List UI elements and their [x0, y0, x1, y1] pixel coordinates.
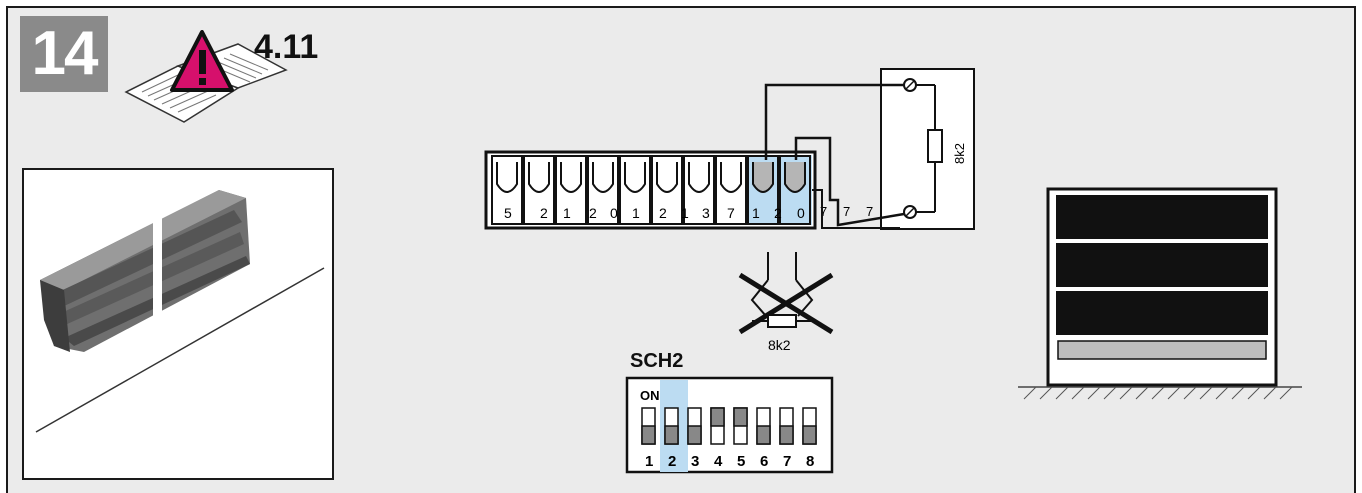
terminal-label: 2 [659, 205, 667, 221]
crossed-resistor [738, 252, 834, 335]
terminal-cell [715, 155, 747, 225]
dip-number: 1 [645, 453, 653, 470]
terminal-screw [688, 162, 710, 193]
terminal-cell [587, 155, 619, 225]
terminal-slots [491, 155, 811, 225]
terminal-extra-label: 7 [866, 204, 873, 219]
dip-number: 6 [760, 453, 768, 470]
dip-lever [664, 425, 679, 445]
wire-1 [764, 83, 904, 160]
terminal-extra-label: 7 [843, 204, 850, 219]
terminal-cell [747, 155, 779, 225]
dip-lever [710, 407, 725, 427]
warning-manual-icon [124, 30, 288, 123]
terminal-screw [592, 162, 614, 193]
garage-door-icon [1018, 187, 1302, 400]
terminal-label: 5 [504, 205, 512, 221]
terminal-label: 7 [727, 205, 735, 221]
crossed-resistor-label: 8k2 [768, 337, 791, 353]
terminal-label: 1 [681, 205, 689, 221]
dip-number: 3 [691, 453, 699, 470]
terminal-screw [624, 162, 646, 193]
dip-number: 2 [668, 453, 676, 470]
terminal-extra-label: 7 [820, 204, 827, 219]
dip-lever [756, 425, 771, 445]
terminal-label: 1 [752, 205, 760, 221]
wire-2 [794, 136, 905, 227]
dip-number: 5 [737, 453, 745, 470]
dip-number: 4 [714, 453, 723, 470]
terminal-cell [651, 155, 683, 225]
dip-lever [733, 407, 748, 427]
terminal-label: 0 [610, 205, 618, 221]
dip-on-label: ON [640, 388, 660, 403]
terminal-label: 2 [589, 205, 597, 221]
dip-lever [641, 425, 656, 445]
resistor-label: 8k2 [952, 143, 967, 164]
dip-switch-title: SCH2 [630, 350, 684, 372]
terminal-screw [656, 162, 678, 193]
terminal-screw [528, 162, 550, 193]
terminal-cell [619, 155, 651, 225]
terminal-label: 2 [774, 205, 782, 221]
terminal-screw [784, 162, 806, 193]
dip-number: 7 [783, 453, 791, 470]
terminal-screw [496, 162, 518, 193]
terminal-label: 2 [540, 205, 548, 221]
section-reference: 4.11 [254, 28, 319, 66]
terminal-label: 1 [632, 205, 640, 221]
terminal-label: 0 [797, 205, 805, 221]
terminal-cell [491, 155, 523, 225]
terminal-cell [523, 155, 555, 225]
terminal-label: 3 [702, 205, 710, 221]
safety-edge-illustration [35, 190, 325, 433]
dip-switch-levers [641, 407, 817, 445]
dip-lever [779, 425, 794, 445]
terminal-screw [560, 162, 582, 193]
terminal-screw [752, 162, 774, 193]
terminal-label: 1 [563, 205, 571, 221]
terminal-cell [555, 155, 587, 225]
terminal-screw [720, 162, 742, 193]
resistor-symbol [927, 129, 943, 163]
step-number-badge: 14 [20, 16, 108, 92]
safety-edge-photo [22, 168, 334, 480]
terminal-cell [683, 155, 715, 225]
wire-3 [812, 189, 900, 229]
dip-lever [687, 425, 702, 445]
dip-number: 8 [806, 453, 814, 470]
dip-lever [802, 425, 817, 445]
